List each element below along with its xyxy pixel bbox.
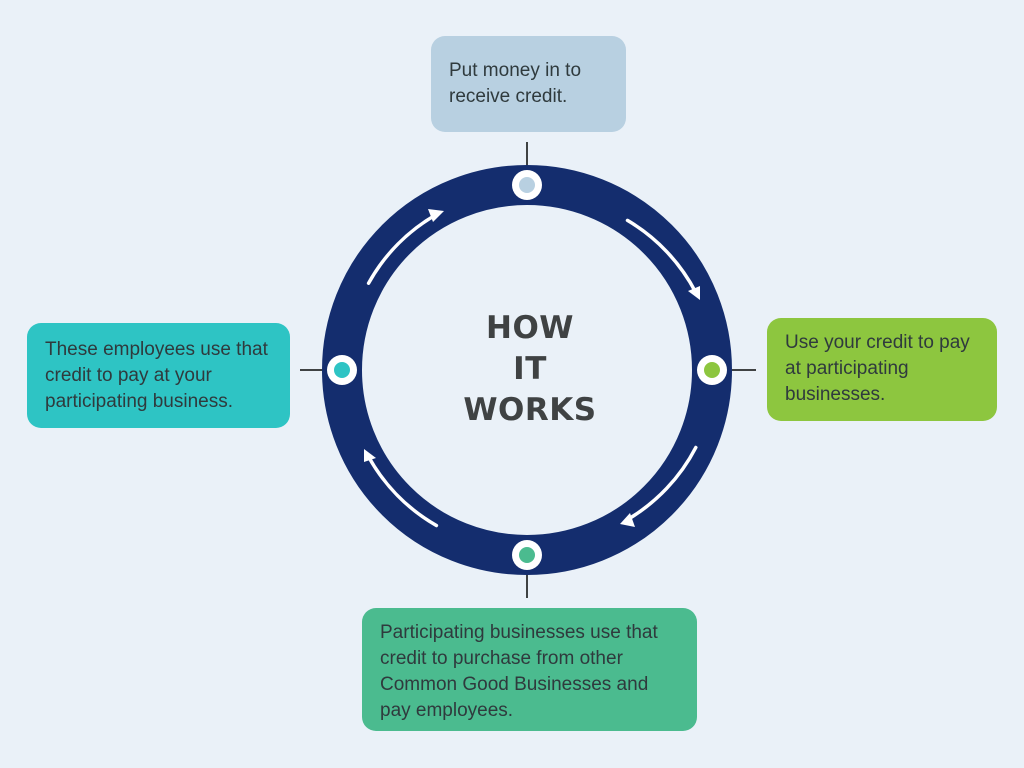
center-title-line-3: WORKS <box>463 392 597 428</box>
arrowhead-top-right <box>688 286 700 300</box>
step-marker-right <box>697 355 727 385</box>
center-title: HOW IT WORKS <box>430 308 630 431</box>
arrow-bottom-right <box>625 445 698 522</box>
step-text: These employees use that credit to pay a… <box>45 339 268 412</box>
center-title-line-2: IT <box>513 351 547 387</box>
arrow-bottom-left <box>366 455 439 528</box>
step-text: Put money in to receive credit. <box>449 60 582 107</box>
step-text: Use your credit to pay at participating … <box>785 332 970 405</box>
arrow-top-right <box>625 218 698 295</box>
step-marker-top <box>512 170 542 200</box>
step-card-put-money-in: Put money in to receive credit. <box>431 36 626 132</box>
center-title-line-1: HOW <box>486 310 574 346</box>
step-marker-bottom <box>512 540 542 570</box>
step-card-businesses-purchase: Participating businesses use that credit… <box>362 608 697 731</box>
arrowhead-top-left <box>428 209 444 222</box>
arrowhead-bottom-left <box>364 449 376 462</box>
cycle-arrowheads <box>364 209 700 527</box>
step-card-use-credit: Use your credit to pay at participating … <box>767 318 997 421</box>
cycle-arrows <box>366 212 698 528</box>
arrow-top-left <box>366 212 439 285</box>
arrowhead-bottom-right <box>620 513 635 527</box>
step-card-employees-pay: These employees use that credit to pay a… <box>27 323 290 428</box>
step-marker-left <box>327 355 357 385</box>
step-text: Participating businesses use that credit… <box>380 622 658 721</box>
